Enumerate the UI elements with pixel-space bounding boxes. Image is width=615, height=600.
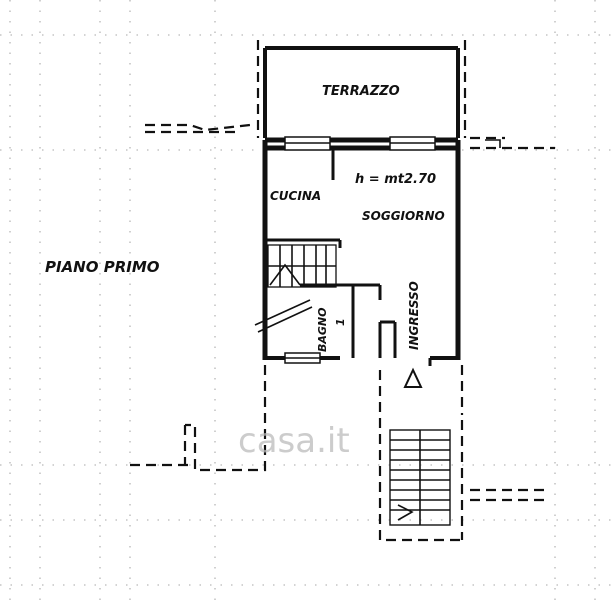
room-label-terrace: TERRAZZO: [322, 84, 400, 99]
interior-staircase: [254, 244, 337, 333]
terrace-outline: [256, 40, 467, 138]
room-label-bathroom: BAGNO: [316, 308, 329, 352]
entrance-staircase: [183, 365, 464, 542]
room-label-entrance: INGRESSO: [407, 281, 421, 350]
entrance-triangle-icon: [403, 367, 423, 388]
adjacent-unit-stubs: [130, 123, 555, 502]
floor-label: PIANO PRIMO: [45, 258, 160, 276]
house-walls: [262, 136, 461, 364]
interior-partitions: [265, 148, 432, 366]
room-label-kitchen: CUCINA: [270, 189, 321, 203]
room-label-living: SOGGIORNO: [362, 209, 445, 223]
room-label-bathroom-number: 1: [334, 318, 347, 326]
watermark-text: casa.it: [238, 421, 350, 461]
height-note: h = mt2.70: [355, 172, 436, 187]
